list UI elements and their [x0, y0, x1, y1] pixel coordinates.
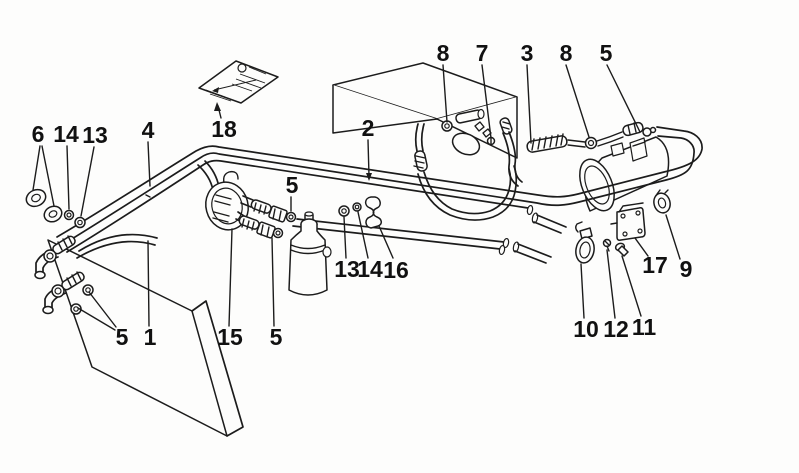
leader-lines: [32, 64, 681, 331]
part-label-16: 16: [383, 257, 409, 283]
bracket-box-17: [610, 202, 646, 241]
part-label-5-bottomleft: 5: [116, 324, 129, 350]
part-label-12: 12: [603, 316, 629, 342]
valve-box: [332, 62, 523, 221]
grommet-part-9: [653, 189, 671, 214]
part-label-13-mid: 13: [334, 256, 360, 282]
part-label-1: 1: [144, 324, 157, 350]
left-fittings: [25, 188, 94, 315]
part-label-2: 2: [362, 115, 375, 141]
part-label-15: 15: [217, 324, 243, 350]
part-label-5-bottommid: 5: [270, 324, 283, 350]
part-label-3: 3: [521, 40, 534, 66]
part-label-14-left: 14: [53, 121, 79, 147]
part-label-4: 4: [142, 117, 155, 143]
clamp-part-10: [575, 221, 595, 264]
part-label-5-topright: 5: [600, 40, 613, 66]
screw-part-12: [602, 238, 612, 252]
instruction-label-sticker: [198, 60, 279, 104]
receiver-drier: [288, 211, 332, 296]
part-label-11: 11: [632, 314, 657, 340]
cylinder-component: [579, 136, 670, 212]
part-label-10: 10: [573, 316, 599, 342]
part-label-7: 7: [476, 40, 489, 66]
part-label-8-first: 8: [437, 40, 450, 66]
refrigerant-pipes: [56, 126, 703, 264]
part-label-5-middle: 5: [286, 172, 299, 198]
hose-and-fittings-chain: [526, 121, 657, 153]
part-label-13-left: 13: [82, 122, 108, 148]
part-label-8-second: 8: [560, 40, 573, 66]
bulkhead-ring-assembly: [205, 170, 297, 239]
part-label-9: 9: [680, 256, 693, 282]
part-label-14-mid: 14: [357, 256, 383, 282]
part-label-6: 6: [32, 121, 45, 147]
bracket-and-nuts: [338, 196, 382, 229]
part-label-18: 18: [211, 116, 237, 142]
part-label-17: 17: [642, 252, 668, 278]
bolt-part-11: [614, 242, 629, 257]
part-labels: 6 14 13 4 18 2 8 7 3 8 5 5 13 14 16 5 1 …: [32, 40, 693, 350]
